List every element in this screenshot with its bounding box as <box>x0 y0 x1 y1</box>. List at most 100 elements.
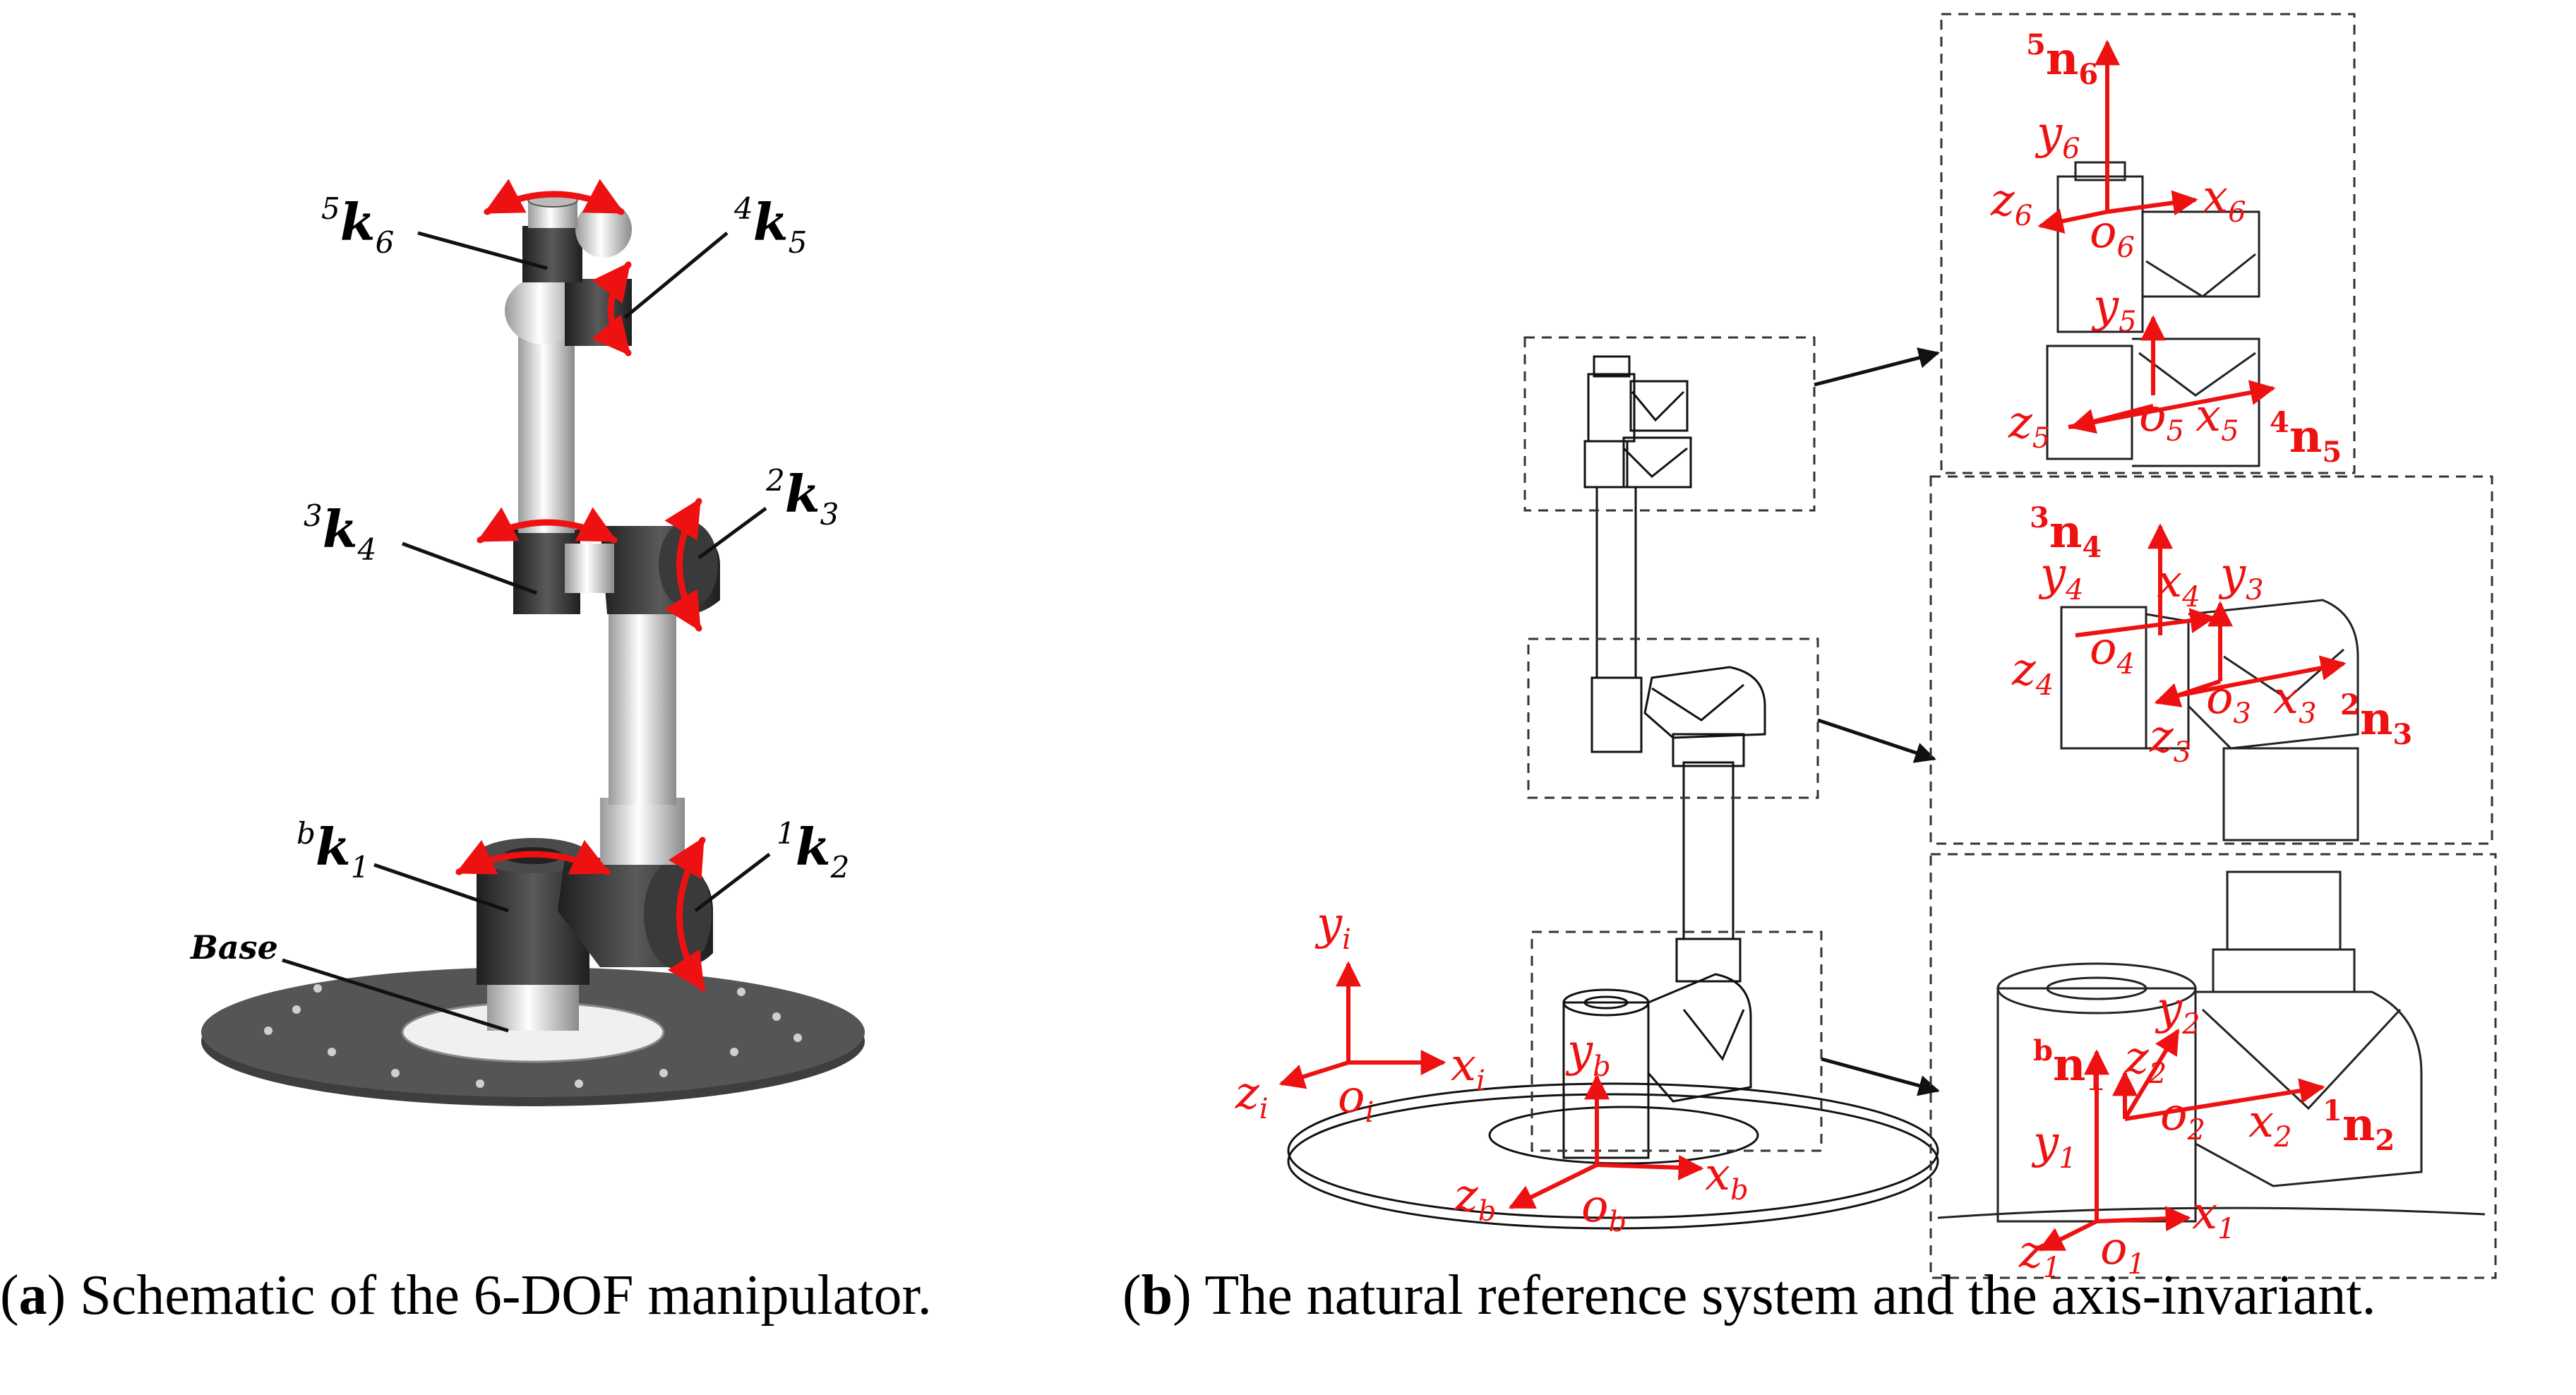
joint4-connector <box>565 544 614 593</box>
axis-z5 <box>2069 404 2154 434</box>
label-z5: z5 <box>2008 397 2050 455</box>
inset-bot-lower-flange <box>2212 948 2356 993</box>
inset-bot-lower-collar <box>2226 870 2342 951</box>
inset-top-joint5-cyl <box>2046 345 2133 460</box>
inset-top-flange <box>2074 161 2126 181</box>
b-base-disk <box>1287 1082 1939 1219</box>
axis-x4 <box>2075 608 2216 637</box>
label-yi: yi <box>1314 898 1351 956</box>
label-ob: ob <box>1581 1180 1627 1238</box>
rotation-arrow-k2 <box>667 837 706 992</box>
label-zb: zb <box>1454 1170 1496 1228</box>
leader-base <box>282 958 509 1033</box>
leader-k1 <box>373 863 509 913</box>
axis-z3 <box>2154 679 2221 707</box>
label-n4: 3n4 <box>2030 501 2102 564</box>
label-k1: bk1 <box>296 816 370 885</box>
leader-k4 <box>402 541 537 595</box>
b-lower-collar <box>1675 938 1742 983</box>
label-o4: o4 <box>2090 623 2135 681</box>
b-lower-arm <box>1682 761 1735 940</box>
axis-z6 <box>2037 208 2108 234</box>
b-highlight-top <box>1523 336 1816 512</box>
rotation-arrow-k6 <box>484 179 625 215</box>
label-n1: bn1 <box>2033 1034 2105 1097</box>
label-k6: 5k6 <box>321 191 394 260</box>
panel-b-line-drawing <box>1287 355 1939 1230</box>
joint5-body <box>565 279 632 346</box>
label-x3: x3 <box>2273 672 2317 730</box>
inset-top-joint6 <box>2056 175 2144 333</box>
label-xi: xi <box>1451 1039 1485 1097</box>
b-joint6-side <box>1629 380 1689 432</box>
b-base-disk-edge <box>1287 1093 1939 1230</box>
leader-k5 <box>623 232 729 319</box>
label-y2: y2 <box>2155 983 2200 1041</box>
label-x6: x6 <box>2203 171 2246 229</box>
leader-k2 <box>694 853 771 912</box>
b-joint3-miter <box>1651 683 1744 722</box>
inset-top <box>1940 13 2356 474</box>
label-xb: xb <box>1705 1149 1749 1207</box>
rotation-arrow-k1 <box>455 839 611 875</box>
label-base: Base <box>189 928 278 966</box>
joint3-cap <box>659 521 718 609</box>
label-n2: 1n2 <box>2323 1094 2395 1157</box>
b-joint2-elbow <box>1647 973 1752 1103</box>
b-end-flange <box>1593 355 1631 378</box>
caption-a: (a) Schematic of the 6-DOF manipulator. <box>0 1264 932 1327</box>
axis-x1 <box>2096 1206 2191 1232</box>
leader-k3 <box>697 506 767 560</box>
inset-mid <box>1929 475 2493 845</box>
label-zi: zi <box>1235 1067 1269 1125</box>
rotation-arrow-k3 <box>664 498 702 632</box>
axis-n2 <box>2124 1078 2325 1121</box>
axis-xb <box>1596 1154 1704 1180</box>
lower-arm <box>609 600 676 805</box>
inset-bot-joint1-top <box>1996 962 2197 1014</box>
b-joint5-cylinder <box>1583 440 1629 489</box>
caption-b: (b) The natural reference system and the… <box>1122 1264 2376 1327</box>
connector-top <box>1814 347 1940 387</box>
inset-top-miter5 <box>2138 352 2256 397</box>
b-base-plate <box>1488 1106 1759 1165</box>
label-x1: x1 <box>2192 1187 2236 1245</box>
label-o2: o2 <box>2160 1089 2205 1146</box>
label-k2: 1k2 <box>777 816 849 885</box>
joint6-side <box>575 201 632 258</box>
b-joint2-miter <box>1682 1009 1745 1061</box>
label-o6: o6 <box>2090 206 2135 264</box>
connector-mid <box>1817 718 1936 763</box>
axis-x6 <box>2107 190 2198 216</box>
joint5-cylinder <box>505 277 582 345</box>
label-k4: 3k4 <box>304 498 376 567</box>
label-x4: x4 <box>2157 556 2200 613</box>
inset-bot <box>1929 853 2497 1279</box>
label-o5: o5 <box>2139 390 2184 448</box>
label-n3: 2n3 <box>2340 688 2412 751</box>
panel-a-manipulator: 5k6 4k5 3k4 2k3 bk1 1k2 Base <box>189 179 865 1106</box>
rotation-arrow-k5 <box>592 261 632 357</box>
label-oi: oi <box>1338 1071 1374 1129</box>
b-joint6-miter <box>1631 390 1685 422</box>
label-y5: y5 <box>2091 280 2137 338</box>
label-z4: z4 <box>2011 644 2054 702</box>
label-z1: z1 <box>2018 1226 2061 1284</box>
label-n6: 5n6 <box>2026 28 2098 91</box>
label-y4: y4 <box>2038 549 2084 606</box>
b-highlight-bot <box>1530 930 1823 1152</box>
b-joint5-body <box>1622 436 1692 489</box>
label-yb: yb <box>1565 1025 1611 1083</box>
axis-zi <box>1278 1060 1349 1089</box>
upper-arm <box>518 321 575 533</box>
inset-bot-joint1-bore <box>2046 976 2147 1000</box>
inset-top-miter6 <box>2145 253 2256 298</box>
inset-mid-joint4 <box>2060 606 2147 750</box>
b-upper-arm <box>1595 486 1637 679</box>
inset-mid-connector <box>2145 613 2190 750</box>
b-joint3-elbow <box>1643 666 1766 739</box>
rotation-arrow-k4 <box>477 507 618 544</box>
label-k3: 2k3 <box>765 463 839 532</box>
